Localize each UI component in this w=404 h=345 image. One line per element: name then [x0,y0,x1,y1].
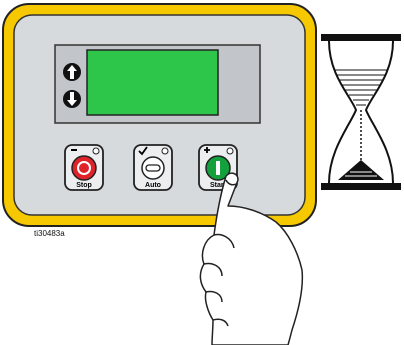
stop-button[interactable]: Stop [65,145,103,190]
auto-button[interactable]: Auto [134,145,172,190]
auto-dash-icon [142,157,164,179]
auto-label: Auto [145,182,161,189]
stop-led [93,148,99,154]
auto-led [162,148,168,154]
controller-panel: Stop Auto Start [3,4,316,226]
arrow-down-icon[interactable] [63,90,81,108]
minus-indicator-icon [71,149,77,151]
lcd-screen [87,50,218,115]
start-led [227,148,233,154]
display-module [55,45,260,123]
stop-circle-icon [72,156,96,180]
arrow-up-icon[interactable] [63,63,81,81]
stop-label: Stop [76,182,92,189]
figure-label: ti30483a [34,229,65,238]
hourglass-icon [321,34,401,190]
